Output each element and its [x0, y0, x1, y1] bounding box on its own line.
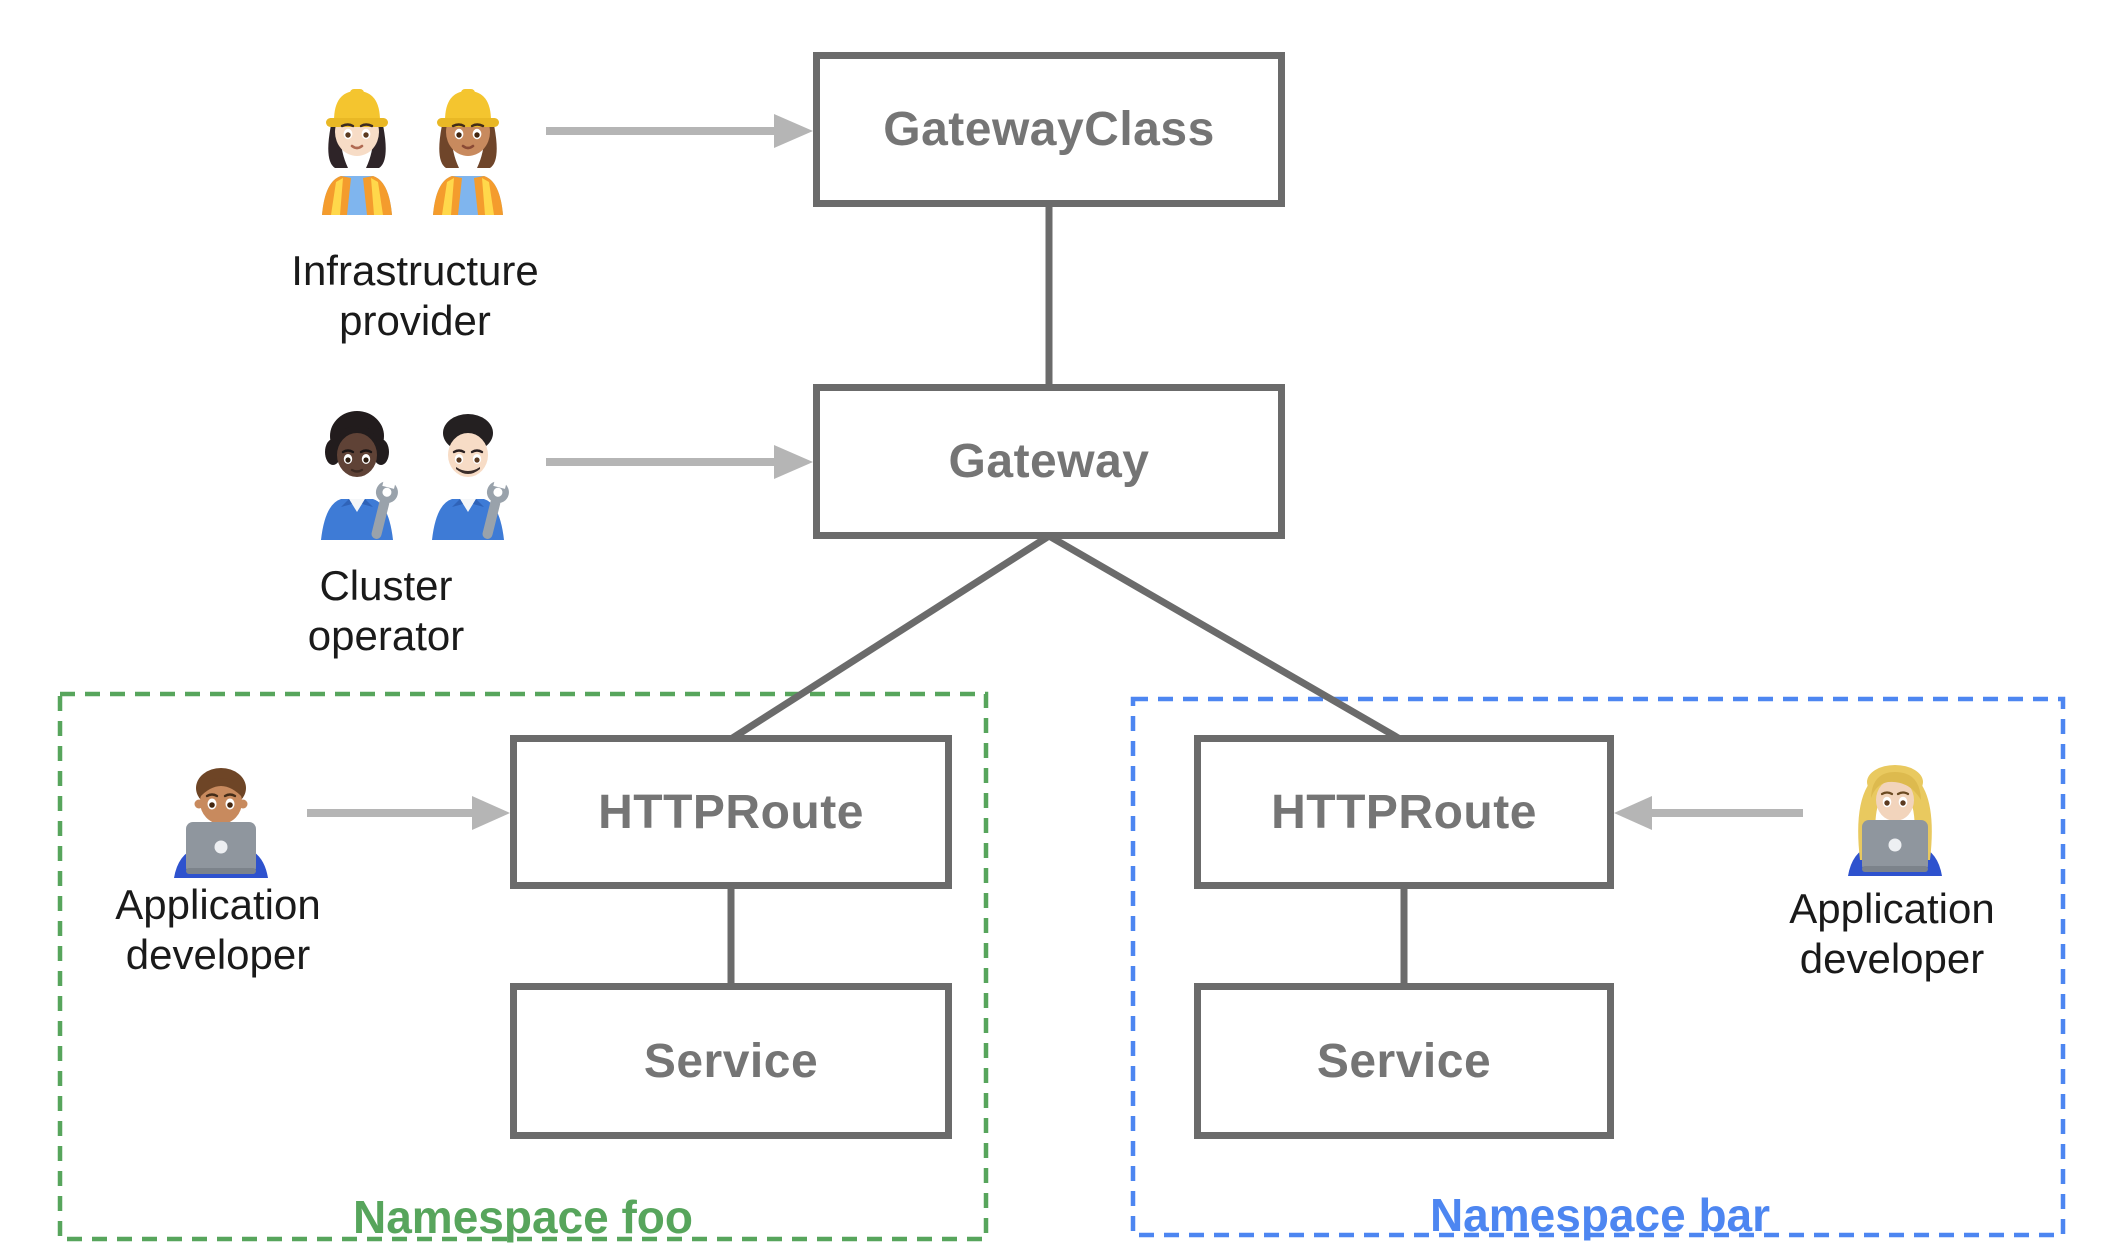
app-developer-bar-label: Application developer: [1789, 885, 1995, 982]
service-bar-label: Service: [1316, 1034, 1492, 1088]
httproute-foo-node: HTTPRoute: [510, 735, 952, 889]
man-technologist-icon: [174, 768, 268, 878]
mechanic-dark-icon: [321, 411, 398, 540]
gateway-label: Gateway: [948, 435, 1150, 488]
infrastructure-provider-label: Infrastructure provider: [291, 247, 539, 344]
gateway-httproute-bar-connector: [1047, 532, 1402, 743]
app-developer-foo-arrow: [307, 796, 510, 830]
app-developer-foo-label: Application developer: [115, 881, 321, 978]
gatewayclass-label: GatewayClass: [883, 103, 1215, 156]
namespace-foo-label: Namespace foo: [352, 1191, 694, 1243]
app-developer-bar-icon-row: [1840, 756, 1950, 876]
service-foo-node: Service: [510, 983, 952, 1139]
woman-construction-worker-light-icon: [322, 89, 392, 215]
gatewayclass-node: GatewayClass: [813, 52, 1285, 207]
cluster-operator-icons: [307, 400, 518, 540]
app-developer-foo-icon-row: [166, 758, 276, 878]
infrastructure-provider-arrow: [546, 114, 813, 148]
httproute-bar-label: HTTPRoute: [1271, 785, 1537, 839]
cluster-operator-label: Cluster operator: [307, 562, 465, 659]
namespace-foo-border: [57, 691, 989, 1242]
infrastructure-provider-icons: [307, 75, 518, 215]
woman-construction-worker-medium-icon: [433, 89, 503, 215]
gateway-node: Gateway: [813, 384, 1285, 539]
gateway-httproute-foo-connector: [729, 533, 1051, 742]
app-developer-bar-arrow: [1614, 796, 1803, 830]
namespace-bar-border: [1130, 696, 2066, 1238]
man-mechanic-light-icon: [432, 414, 509, 540]
service-foo-label: Service: [643, 1034, 819, 1088]
cluster-operator-arrow: [546, 445, 813, 479]
woman-technologist-icon: [1848, 765, 1942, 876]
httproute-bar-node: HTTPRoute: [1194, 735, 1614, 889]
service-bar-node: Service: [1194, 983, 1614, 1139]
namespace-bar-label: Namespace bar: [1429, 1189, 1771, 1241]
httproute-foo-label: HTTPRoute: [598, 785, 864, 839]
